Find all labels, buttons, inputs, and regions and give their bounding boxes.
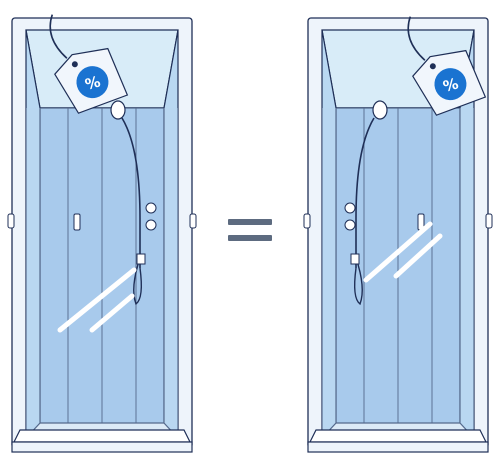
price-tag: % (407, 16, 487, 116)
discount-badge: % (434, 68, 467, 101)
svg-text:%: % (83, 72, 102, 93)
left-shower-cabin: % (7, 14, 197, 453)
shower-head-icon (110, 100, 146, 306)
discount-badge: % (76, 66, 109, 99)
mixer-knobs (344, 202, 356, 231)
right-shower-cabin: % (303, 16, 493, 453)
glass-reflection (363, 221, 443, 283)
svg-text:%: % (441, 74, 460, 95)
door-handle (73, 213, 81, 231)
shower-head-icon (350, 100, 388, 306)
equals-icon (228, 219, 272, 241)
mixer-knobs (145, 202, 157, 231)
glass-reflection (57, 267, 137, 333)
price-tag: % (49, 14, 129, 114)
